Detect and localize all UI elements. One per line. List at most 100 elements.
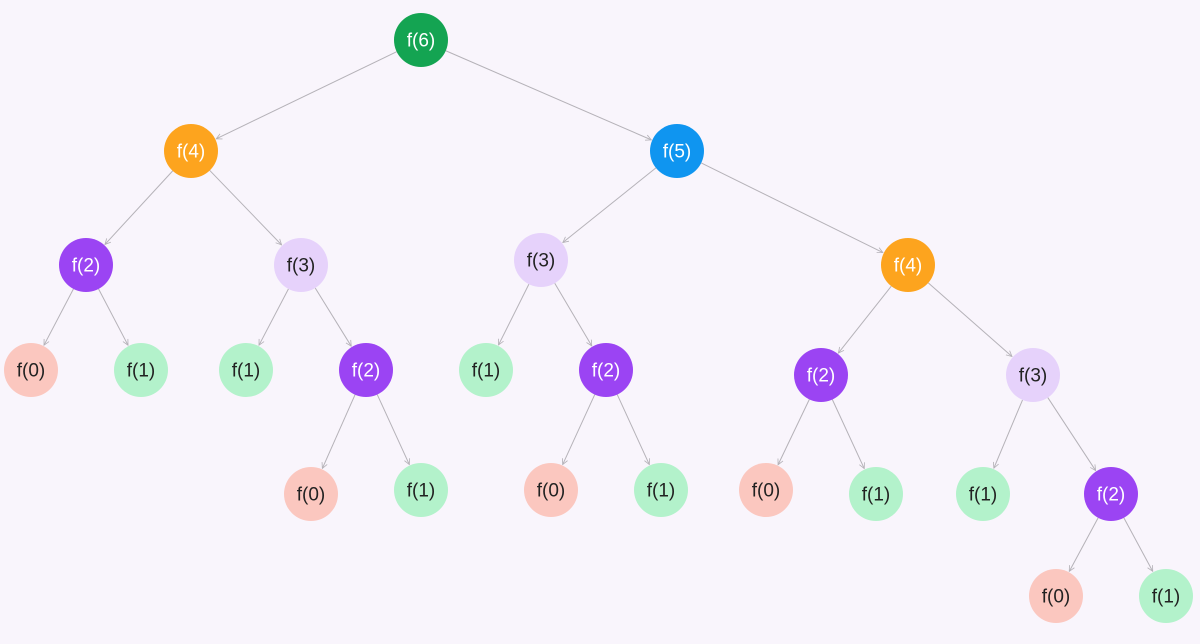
tree-node: f(0) bbox=[739, 463, 793, 517]
edge-n11-n17 bbox=[376, 394, 409, 465]
node-label: f(2) bbox=[72, 256, 101, 277]
tree-node: f(2) bbox=[59, 238, 113, 292]
node-label: f(2) bbox=[352, 361, 381, 382]
node-layer: f(6) f(4) f(5) f(2) f(3) f(3) f(4) f(0) f(1) f(1)… bbox=[4, 13, 1193, 623]
node-label: f(4) bbox=[894, 256, 923, 277]
node-circle-f1 bbox=[849, 467, 903, 521]
edge-n2-n4 bbox=[105, 170, 174, 245]
tree-node: f(4) bbox=[164, 124, 218, 178]
tree-node: f(0) bbox=[524, 463, 578, 517]
edge-n1-n3 bbox=[445, 50, 652, 140]
node-label: f(1) bbox=[472, 361, 501, 382]
node-circle-f1 bbox=[114, 343, 168, 397]
tree-node: f(3) bbox=[514, 233, 568, 287]
edge-n5-n10 bbox=[258, 288, 289, 345]
node-circle-f0 bbox=[524, 463, 578, 517]
tree-node: f(2) bbox=[794, 348, 848, 402]
node-circle-f0 bbox=[1029, 569, 1083, 623]
node-label: f(1) bbox=[127, 361, 156, 382]
node-circle-f1 bbox=[634, 463, 688, 517]
node-circle-f3 bbox=[1006, 348, 1060, 402]
node-circle-f0 bbox=[4, 343, 58, 397]
edge-n13-n18 bbox=[563, 394, 596, 465]
edge-n1-n2 bbox=[216, 51, 397, 139]
edge-n14-n20 bbox=[778, 399, 810, 464]
node-circle-f1 bbox=[1139, 569, 1193, 623]
node-label: f(2) bbox=[592, 361, 621, 382]
edge-n23-n25 bbox=[1123, 517, 1153, 572]
edge-n14-n21 bbox=[831, 399, 864, 469]
tree-node: f(6) bbox=[394, 13, 448, 67]
node-label: f(4) bbox=[177, 142, 206, 163]
node-circle-f0 bbox=[739, 463, 793, 517]
node-circle-f6 bbox=[394, 13, 448, 67]
tree-node: f(0) bbox=[1029, 569, 1083, 623]
edge-layer bbox=[43, 50, 1153, 572]
node-label: f(6) bbox=[407, 31, 436, 52]
tree-node: f(1) bbox=[394, 463, 448, 517]
tree-node: f(2) bbox=[1084, 467, 1138, 521]
edge-n5-n11 bbox=[314, 287, 351, 346]
node-circle-f2 bbox=[59, 238, 113, 292]
node-label: f(0) bbox=[17, 361, 46, 382]
node-label: f(0) bbox=[752, 481, 781, 502]
edge-n6-n13 bbox=[554, 282, 592, 346]
node-circle-f1 bbox=[956, 467, 1010, 521]
tree-node: f(2) bbox=[339, 343, 393, 397]
tree-node: f(0) bbox=[4, 343, 58, 397]
node-label: f(1) bbox=[407, 481, 436, 502]
edge-n3-n6 bbox=[563, 167, 657, 243]
node-circle-f2 bbox=[339, 343, 393, 397]
edge-n7-n15 bbox=[927, 282, 1012, 357]
node-label: f(1) bbox=[1152, 587, 1181, 608]
tree-node: f(3) bbox=[274, 238, 328, 292]
node-circle-f2 bbox=[794, 348, 848, 402]
edge-n3-n7 bbox=[700, 162, 883, 253]
node-circle-f2 bbox=[1084, 467, 1138, 521]
node-circle-f1 bbox=[219, 343, 273, 397]
tree-node: f(0) bbox=[284, 467, 338, 521]
tree-node: f(1) bbox=[956, 467, 1010, 521]
node-label: f(3) bbox=[1019, 366, 1048, 387]
node-circle-f4 bbox=[164, 124, 218, 178]
node-label: f(1) bbox=[647, 481, 676, 502]
node-circle-f0 bbox=[284, 467, 338, 521]
node-circle-f1 bbox=[459, 343, 513, 397]
edge-n6-n12 bbox=[498, 283, 530, 345]
tree-node: f(1) bbox=[634, 463, 688, 517]
node-label: f(1) bbox=[232, 361, 261, 382]
edge-n2-n5 bbox=[209, 170, 282, 244]
edge-n11-n16 bbox=[322, 394, 356, 469]
tree-node: f(3) bbox=[1006, 348, 1060, 402]
node-label: f(5) bbox=[663, 142, 692, 163]
tree-node: f(1) bbox=[114, 343, 168, 397]
tree-node: f(1) bbox=[1139, 569, 1193, 623]
node-label: f(2) bbox=[1097, 485, 1126, 506]
node-label: f(3) bbox=[527, 251, 556, 272]
node-label: f(1) bbox=[862, 485, 891, 506]
edge-n7-n14 bbox=[838, 285, 892, 353]
node-label: f(0) bbox=[537, 481, 566, 502]
node-circle-f4 bbox=[881, 238, 935, 292]
edge-n4-n8 bbox=[43, 288, 74, 345]
node-circle-f5 bbox=[650, 124, 704, 178]
edge-n4-n9 bbox=[98, 288, 129, 345]
node-label: f(1) bbox=[969, 485, 998, 506]
tree-node: f(2) bbox=[579, 343, 633, 397]
node-label: f(0) bbox=[297, 485, 326, 506]
edge-n13-n19 bbox=[616, 394, 649, 465]
node-circle-f3 bbox=[274, 238, 328, 292]
tree-node: f(5) bbox=[650, 124, 704, 178]
tree-node: f(4) bbox=[881, 238, 935, 292]
edge-n23-n24 bbox=[1069, 517, 1099, 572]
node-circle-f2 bbox=[579, 343, 633, 397]
node-circle-f3 bbox=[514, 233, 568, 287]
tree-node: f(1) bbox=[219, 343, 273, 397]
node-label: f(2) bbox=[807, 366, 836, 387]
tree-node: f(1) bbox=[849, 467, 903, 521]
tree-node: f(1) bbox=[459, 343, 513, 397]
node-label: f(3) bbox=[287, 256, 316, 277]
edge-n15-n23 bbox=[1047, 397, 1096, 471]
node-circle-f1 bbox=[394, 463, 448, 517]
